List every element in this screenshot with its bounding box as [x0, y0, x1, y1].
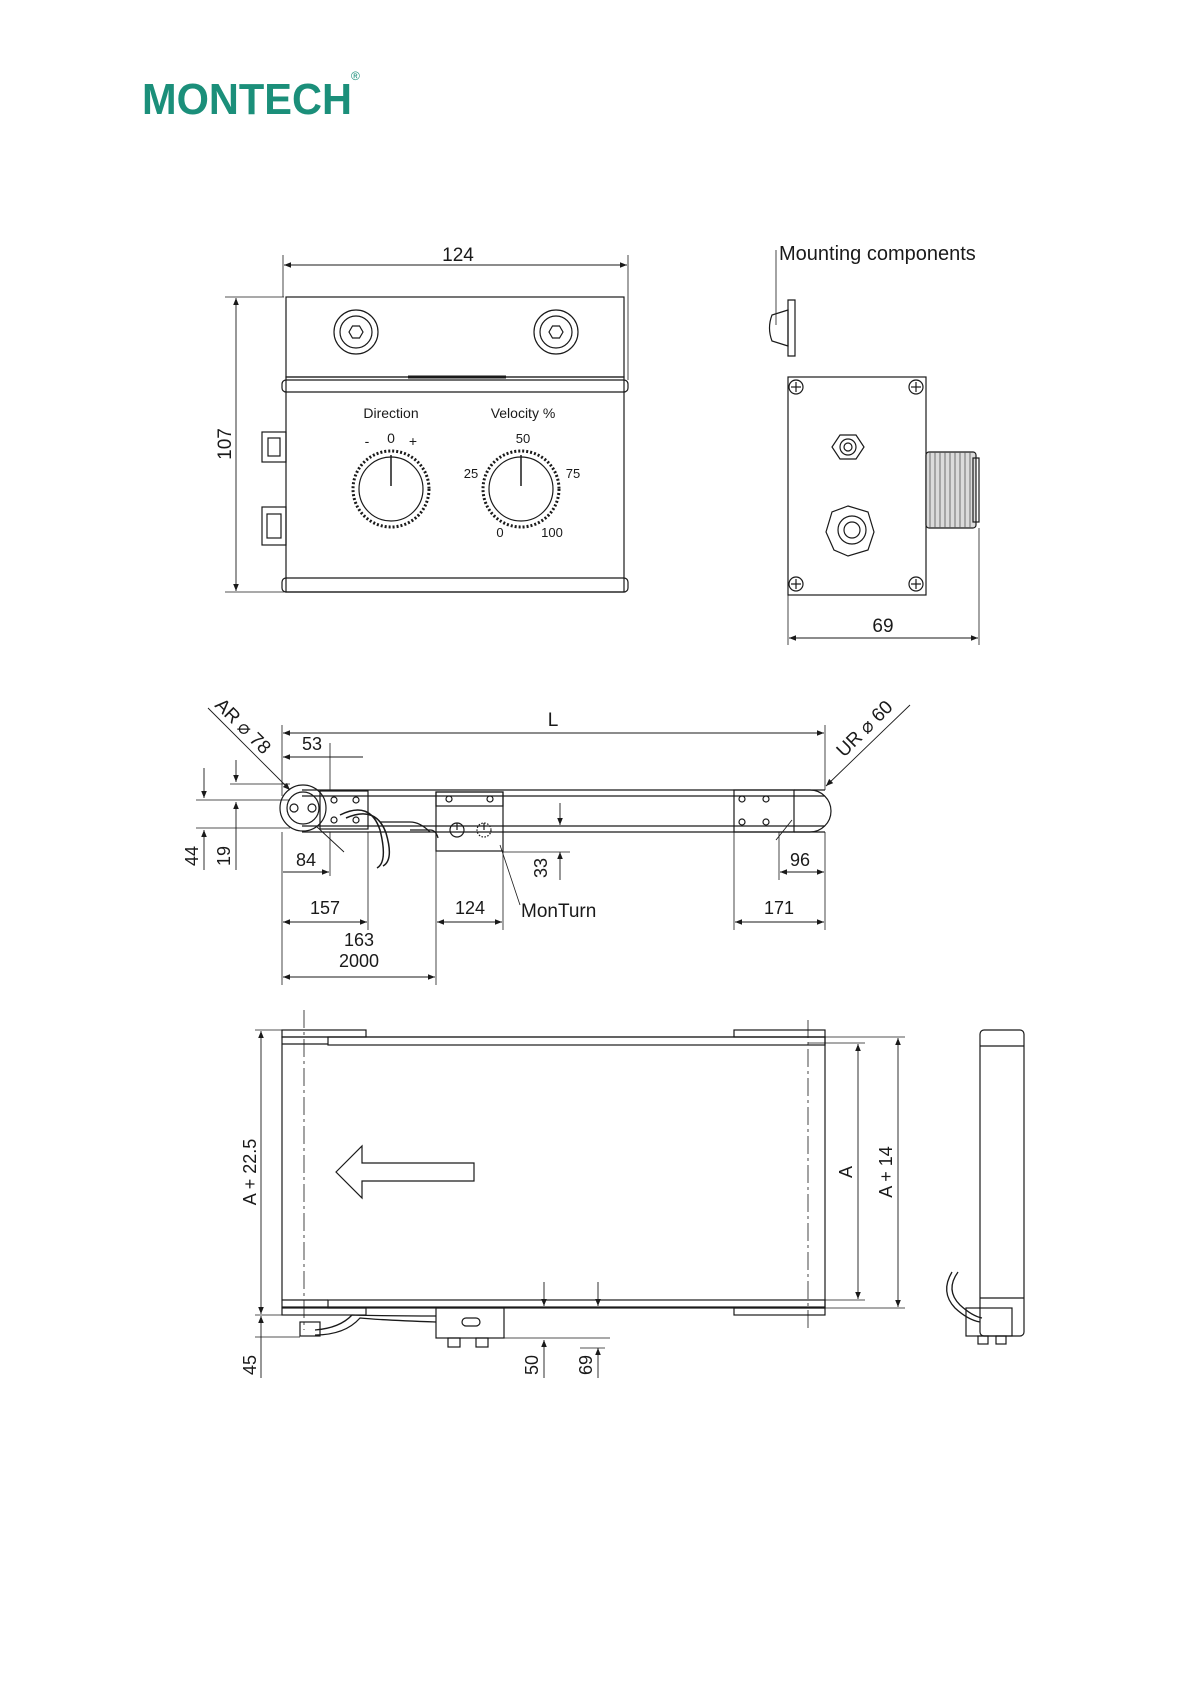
direction-label: Direction [363, 405, 418, 421]
plan-monturn-box [436, 1308, 504, 1338]
conveyor-belt-outline [282, 1037, 825, 1307]
side-view [770, 250, 980, 645]
front-connector-lower [262, 507, 286, 545]
dim-45: 45 [240, 1355, 260, 1375]
direction-mark-zero: 0 [387, 430, 395, 446]
conveyor-end-view [947, 1030, 1024, 1344]
mounting-components-label: Mounting components [779, 243, 976, 265]
velocity-mark-25: 25 [464, 466, 478, 481]
velocity-knob [483, 451, 559, 527]
dim-L: L [548, 710, 559, 731]
dim-96: 96 [790, 850, 810, 870]
dim-A: A [836, 1166, 856, 1178]
dim-84: 84 [296, 850, 316, 870]
screw-left [334, 310, 378, 354]
side-box-body [788, 377, 926, 595]
front-connector-upper [262, 432, 286, 462]
side-connector-small [832, 435, 864, 459]
side-knob [926, 452, 979, 528]
side-corner-screws [789, 380, 923, 591]
direction-mark-plus: + [409, 433, 417, 449]
velocity-mark-100: 100 [541, 525, 563, 540]
dim-front-height: 107 [215, 428, 236, 460]
conveyor-plan [255, 1010, 905, 1378]
flow-direction-arrow [336, 1146, 474, 1198]
dim-front-width: 124 [442, 245, 474, 266]
screw-right [534, 310, 578, 354]
velocity-mark-0: 0 [496, 525, 503, 540]
dim-AR: AR ⌀ 78 [210, 695, 274, 759]
direction-knob [353, 451, 429, 527]
dim-69-plan: 69 [576, 1355, 596, 1375]
direction-mark-minus: - [365, 433, 370, 449]
drive-end-roller [280, 785, 368, 831]
velocity-mark-50: 50 [516, 431, 530, 446]
dim-19: 19 [214, 846, 234, 866]
dim-44: 44 [182, 846, 202, 866]
monturn-label: MonTurn [521, 901, 596, 922]
dim-124-elev: 124 [455, 898, 485, 918]
side-connector-large [826, 506, 874, 556]
monturn-box [436, 792, 503, 851]
dim-UR: UR ⌀ 60 [833, 697, 898, 762]
dim-side-depth: 69 [872, 616, 893, 637]
front-top-cap [286, 297, 624, 377]
dim-163: 163 [344, 930, 374, 950]
dim-171: 171 [764, 898, 794, 918]
dim-A-plus-22-5: A + 22.5 [240, 1139, 260, 1206]
dim-157: 157 [310, 898, 340, 918]
velocity-label: Velocity % [491, 405, 556, 421]
dim-A-plus-14: A + 14 [876, 1146, 896, 1198]
dim-50: 50 [522, 1355, 542, 1375]
front-view [225, 255, 628, 592]
front-main-plate [286, 377, 624, 592]
dim-33: 33 [531, 858, 551, 878]
dim-2000: 2000 [339, 951, 379, 971]
dim-53: 53 [302, 734, 322, 754]
velocity-mark-75: 75 [566, 466, 580, 481]
